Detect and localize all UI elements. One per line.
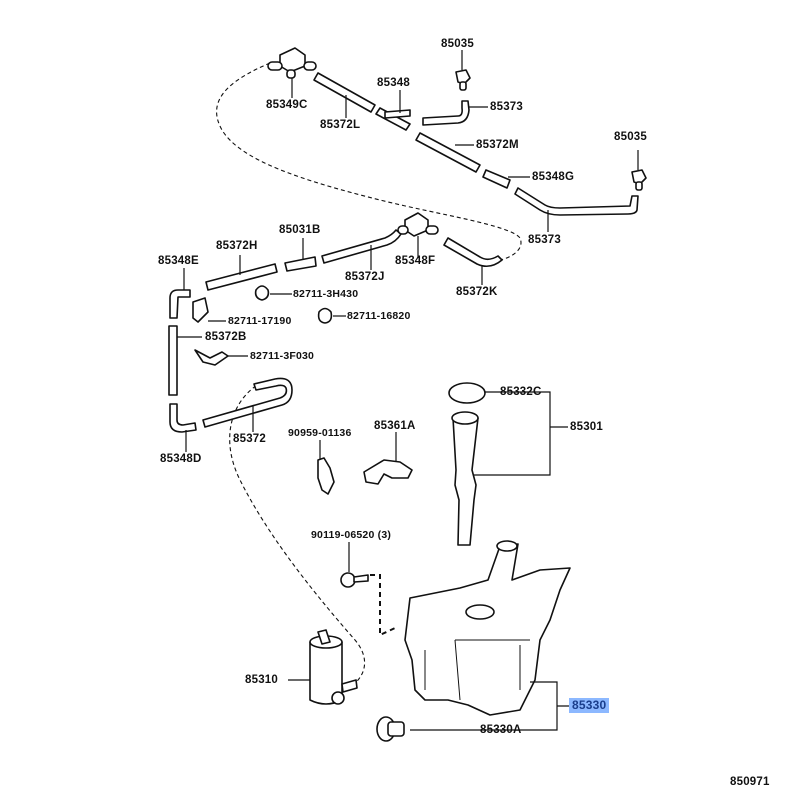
label-82711-3F030[interactable]: 82711-3F030 bbox=[250, 350, 315, 362]
clip-82711-16820[interactable] bbox=[317, 307, 333, 324]
label-85372L[interactable]: 85372L bbox=[320, 119, 361, 131]
hose-85372[interactable] bbox=[202, 377, 293, 428]
hose-85372L[interactable] bbox=[313, 72, 376, 113]
clip-82711-3H430[interactable] bbox=[254, 285, 270, 301]
label-85372B[interactable]: 85372B bbox=[205, 331, 247, 343]
label-85372[interactable]: 85372 bbox=[233, 433, 266, 445]
inlet-pipe-85301[interactable] bbox=[452, 413, 479, 546]
label-85373-top[interactable]: 85373 bbox=[490, 101, 523, 113]
tank-85330[interactable] bbox=[404, 540, 571, 716]
elbow-85348E[interactable] bbox=[169, 289, 191, 319]
clip-90959-01136[interactable] bbox=[317, 457, 335, 495]
connector-85348G[interactable] bbox=[482, 169, 511, 189]
label-85372M[interactable]: 85372M bbox=[476, 139, 519, 151]
clip-82711-3F030[interactable] bbox=[194, 349, 229, 366]
label-85348E[interactable]: 85348E bbox=[158, 255, 199, 267]
hose-route-upper bbox=[216, 62, 522, 261]
label-85348G[interactable]: 85348G bbox=[532, 171, 575, 183]
label-85330A[interactable]: 85330A bbox=[480, 724, 522, 736]
hose-85372M[interactable] bbox=[415, 132, 481, 173]
hose-85373-top[interactable] bbox=[422, 100, 470, 126]
label-82711-16820[interactable]: 82711-16820 bbox=[347, 310, 411, 322]
bracket-85361A[interactable] bbox=[363, 459, 413, 485]
label-82711-17190[interactable]: 82711-17190 bbox=[228, 315, 292, 327]
hose-85373-right[interactable] bbox=[514, 187, 639, 216]
cap-85332C[interactable] bbox=[448, 382, 486, 404]
nozzle-85035-right[interactable] bbox=[631, 169, 647, 191]
label-90119-06520[interactable]: 90119-06520 (3) bbox=[311, 529, 392, 541]
label-85372H[interactable]: 85372H bbox=[216, 240, 258, 252]
label-85349C[interactable]: 85349C bbox=[266, 99, 308, 111]
connector-85348[interactable] bbox=[375, 107, 411, 131]
hose-85372H[interactable] bbox=[205, 263, 278, 291]
label-82711-3H430[interactable]: 82711-3H430 bbox=[293, 288, 359, 300]
clip-82711-17190[interactable] bbox=[192, 297, 209, 323]
joint-85349C[interactable] bbox=[267, 47, 317, 79]
label-85372K[interactable]: 85372K bbox=[456, 286, 498, 298]
hose-85372J[interactable] bbox=[321, 229, 402, 264]
bolt-90119-06520[interactable] bbox=[340, 572, 369, 588]
label-85301[interactable]: 85301 bbox=[570, 421, 603, 433]
label-85348F[interactable]: 85348F bbox=[395, 255, 436, 267]
label-85031B[interactable]: 85031B bbox=[279, 224, 321, 236]
label-85361A[interactable]: 85361A bbox=[374, 420, 416, 432]
hose-85372B[interactable] bbox=[168, 325, 178, 396]
diagram-code: 850971 bbox=[730, 776, 770, 788]
label-85372J[interactable]: 85372J bbox=[345, 271, 385, 283]
label-85330-highlighted[interactable]: 85330 bbox=[569, 698, 610, 713]
label-85348D[interactable]: 85348D bbox=[160, 453, 202, 465]
hose-85372K[interactable] bbox=[443, 237, 503, 268]
label-85373-right[interactable]: 85373 bbox=[528, 234, 561, 246]
label-90959-01136[interactable]: 90959-01136 bbox=[288, 427, 352, 439]
pump-85310[interactable] bbox=[309, 629, 358, 705]
bolt-alignment-line bbox=[370, 574, 396, 637]
elbow-85348D[interactable] bbox=[169, 403, 197, 433]
label-85035-right[interactable]: 85035 bbox=[614, 131, 647, 143]
plug-85330A[interactable] bbox=[376, 716, 405, 742]
hose-route-lower bbox=[229, 381, 365, 691]
joint-85348F[interactable] bbox=[397, 212, 439, 237]
nozzle-85035-top[interactable] bbox=[455, 69, 471, 91]
label-85035-top[interactable]: 85035 bbox=[441, 38, 474, 50]
connector-85031B[interactable] bbox=[284, 256, 317, 272]
label-85348[interactable]: 85348 bbox=[377, 77, 410, 89]
label-85332C[interactable]: 85332C bbox=[500, 386, 542, 398]
label-85310[interactable]: 85310 bbox=[245, 674, 278, 686]
